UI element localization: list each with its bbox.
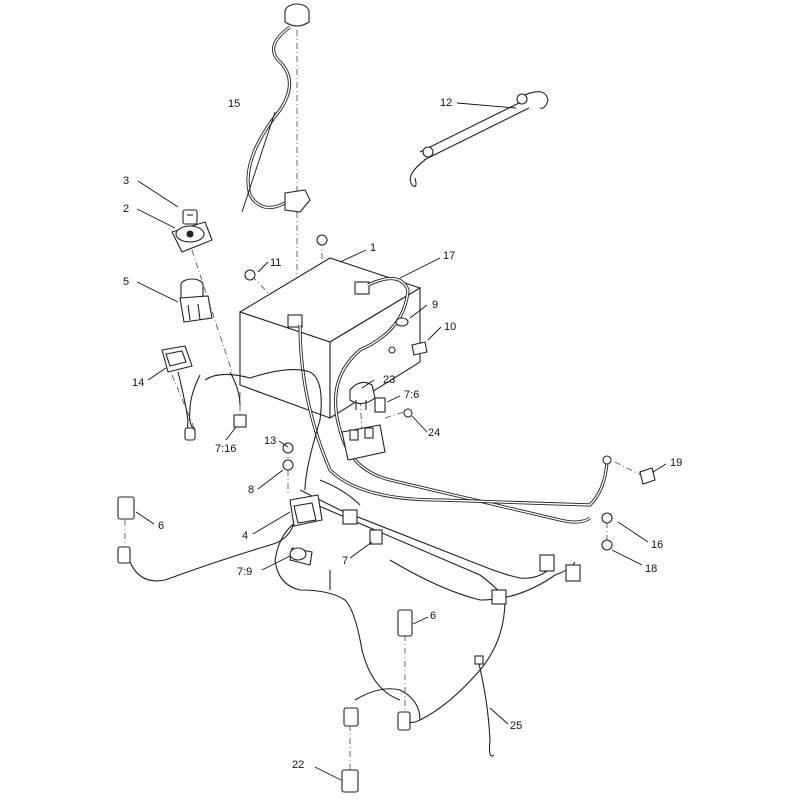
wire-harness bbox=[129, 369, 576, 724]
callout-5: 5 bbox=[123, 276, 129, 288]
callout-16: 16 bbox=[651, 539, 663, 551]
callout-7-6: 7:6 bbox=[404, 389, 419, 401]
battery bbox=[238, 257, 422, 419]
callout-4: 4 bbox=[242, 530, 248, 542]
connector-22 bbox=[341, 707, 359, 793]
callout-13: 13 bbox=[264, 435, 276, 447]
callout-7-9: 7:9 bbox=[237, 566, 252, 578]
callout-11: 11 bbox=[270, 257, 281, 269]
callout-14: 14 bbox=[132, 377, 144, 389]
fuse-block bbox=[341, 424, 386, 461]
diode-7-16 bbox=[233, 414, 247, 428]
cable-tie-25 bbox=[474, 655, 495, 757]
interlock-switch-left bbox=[117, 496, 135, 564]
callout-9: 9 bbox=[432, 299, 438, 311]
callout-7-16: 7:16 bbox=[215, 443, 236, 455]
starter-relay bbox=[289, 494, 323, 527]
callout-labels: 1 2 3 4 5 6 6 7 7:6 7:9 7:16 8 9 10 11 1… bbox=[123, 97, 682, 771]
callout-17: 17 bbox=[443, 250, 455, 262]
callout-8: 8 bbox=[248, 484, 254, 496]
fuse-7-6 bbox=[374, 397, 386, 413]
positive-cable bbox=[333, 277, 591, 524]
callout-15: 15 bbox=[228, 98, 240, 110]
callout-2: 2 bbox=[123, 203, 129, 215]
callout-22: 22 bbox=[292, 759, 304, 771]
callout-1: 1 bbox=[370, 242, 376, 254]
callout-18: 18 bbox=[645, 563, 657, 575]
ignition-switch bbox=[171, 209, 213, 253]
harness-connectors bbox=[342, 509, 581, 605]
hour-meter bbox=[161, 345, 196, 441]
callout-24: 24 bbox=[428, 427, 440, 439]
callout-25: 25 bbox=[510, 720, 522, 732]
battery-hold-down-rod bbox=[409, 91, 549, 187]
callout-3: 3 bbox=[123, 175, 129, 187]
negative-cable bbox=[298, 324, 612, 507]
connector-23 bbox=[349, 381, 376, 410]
ring-terminal-16 bbox=[601, 512, 613, 524]
leader-lines bbox=[135, 102, 667, 781]
hardware bbox=[244, 234, 656, 551]
pto-switch bbox=[179, 278, 213, 323]
callout-6-right: 6 bbox=[430, 610, 436, 622]
interlock-switch-right bbox=[397, 609, 413, 731]
callout-10: 10 bbox=[444, 321, 456, 333]
battery-cable-boot bbox=[246, 3, 311, 213]
callout-19: 19 bbox=[670, 457, 682, 469]
callout-6-left: 6 bbox=[158, 520, 164, 532]
callout-12: 12 bbox=[440, 97, 452, 109]
callout-7: 7 bbox=[342, 555, 348, 567]
connector-7-9 bbox=[289, 547, 313, 566]
callout-23: 23 bbox=[383, 374, 395, 386]
